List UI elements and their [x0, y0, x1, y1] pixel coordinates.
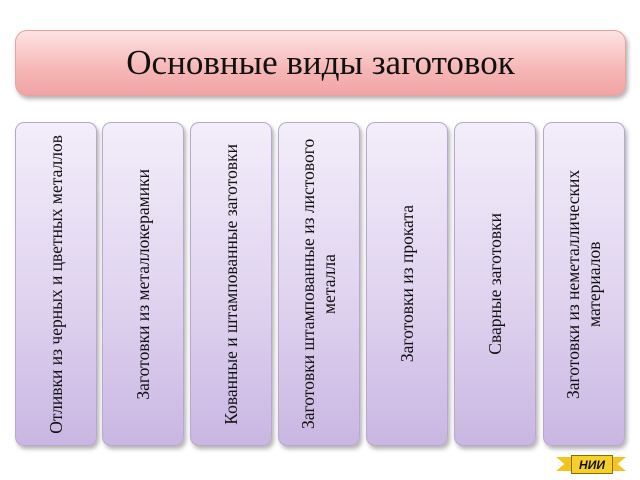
nii-ribbon-button[interactable]: НИИ — [556, 455, 626, 474]
category-label: Заготовки штампованные из листового мета… — [298, 138, 339, 430]
category-label: Заготовки из металлокерамики — [132, 168, 153, 400]
category-box-castings: Отливки из черных и цветных металлов — [15, 122, 97, 446]
badge-label: НИИ — [571, 455, 613, 474]
category-label: Заготовки из проката — [396, 205, 417, 363]
category-box-nonmetallic: Заготовки из неметаллических материалов — [543, 122, 625, 446]
category-label: Заготовки из неметаллических материалов — [563, 169, 604, 399]
title-text: Основные виды заготовок — [126, 43, 515, 82]
category-box-rolled: Заготовки из проката — [366, 122, 448, 446]
category-label: Отливки из черных и цветных металлов — [45, 134, 66, 434]
category-box-sheet-stamped: Заготовки штампованные из листового мета… — [278, 122, 360, 446]
diagram-title: Основные виды заготовок — [15, 30, 626, 96]
category-box-metal-ceramics: Заготовки из металлокерамики — [102, 122, 184, 446]
category-label: Кованные и штампованные заготовки — [220, 143, 241, 425]
category-label: Сварные заготовки — [484, 213, 505, 355]
category-box-welded: Сварные заготовки — [454, 122, 536, 446]
category-box-forged: Кованные и штампованные заготовки — [190, 122, 272, 446]
